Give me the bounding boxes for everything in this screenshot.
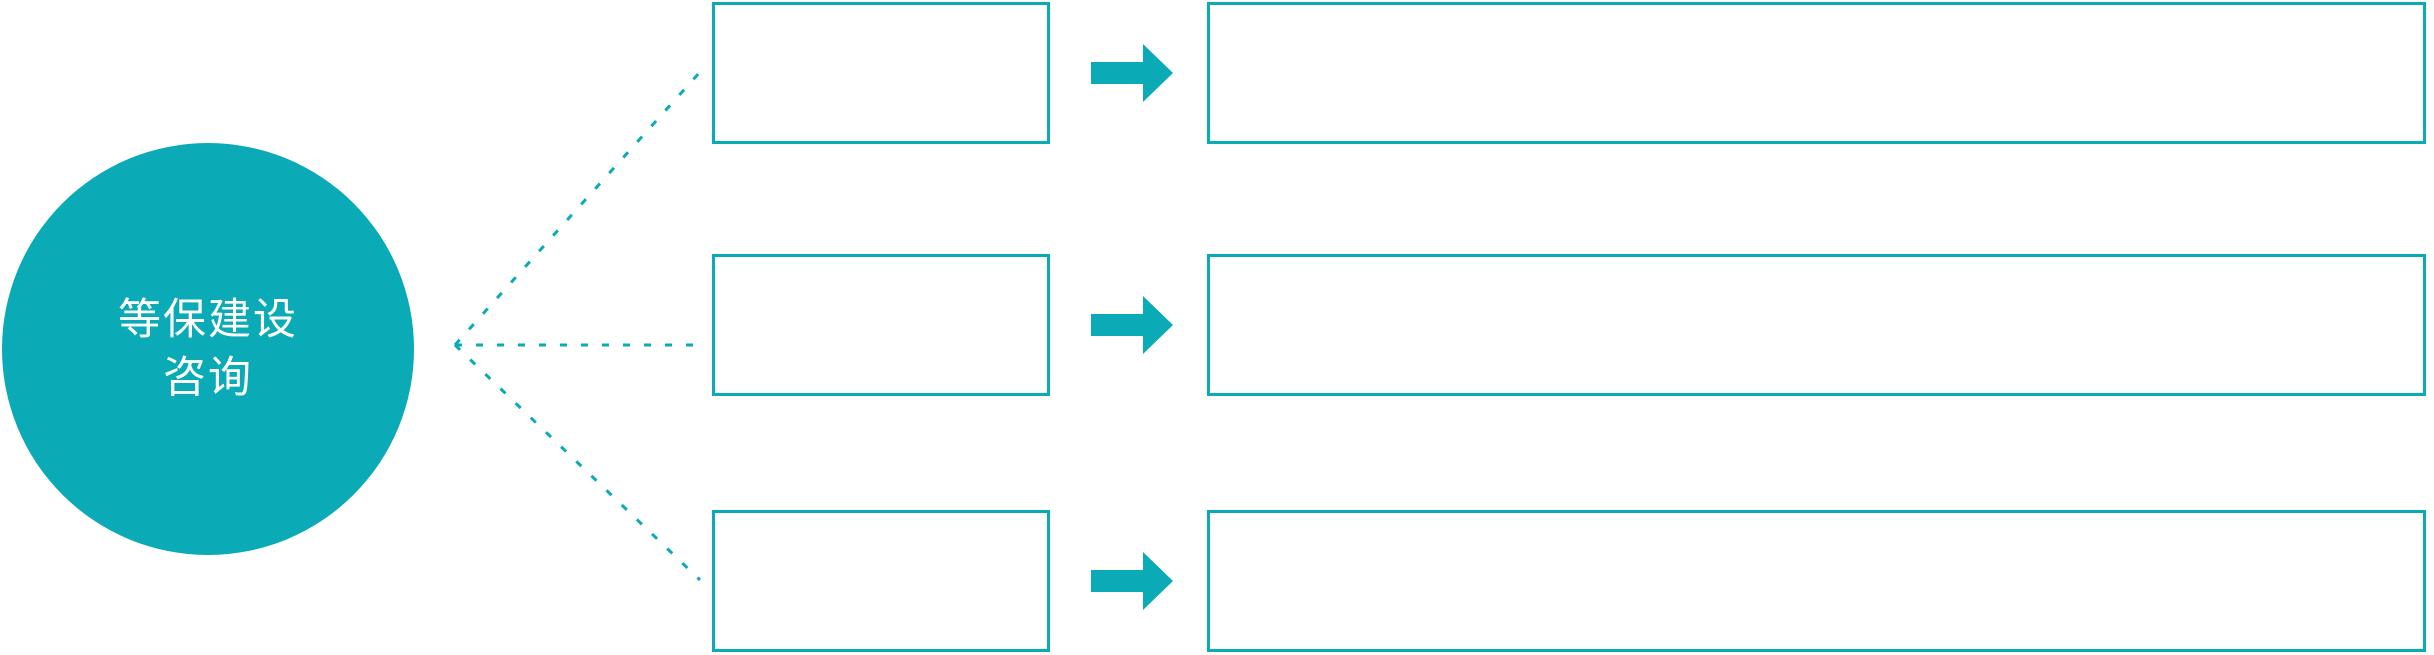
right-arrow-icon-3: [1091, 551, 1175, 611]
hub-circle[interactable]: 等保建设 咨询: [2, 143, 414, 555]
stage-box-1[interactable]: [712, 2, 1050, 144]
right-arrow-icon-2: [1091, 295, 1175, 355]
diagram-row-1: [0, 2, 2434, 144]
diagram-row-2: [0, 254, 2434, 396]
detail-box-3[interactable]: [1207, 510, 2426, 652]
stage-box-2[interactable]: [712, 254, 1050, 396]
detail-box-2[interactable]: [1207, 254, 2426, 396]
stage-box-3[interactable]: [712, 510, 1050, 652]
hub-title-line-1: 等保建设: [118, 295, 298, 344]
diagram-row-3: [0, 510, 2434, 652]
right-arrow-icon-1: [1091, 43, 1175, 103]
hub-title-line-2: 咨询: [163, 354, 253, 402]
detail-box-1[interactable]: [1207, 2, 2426, 144]
